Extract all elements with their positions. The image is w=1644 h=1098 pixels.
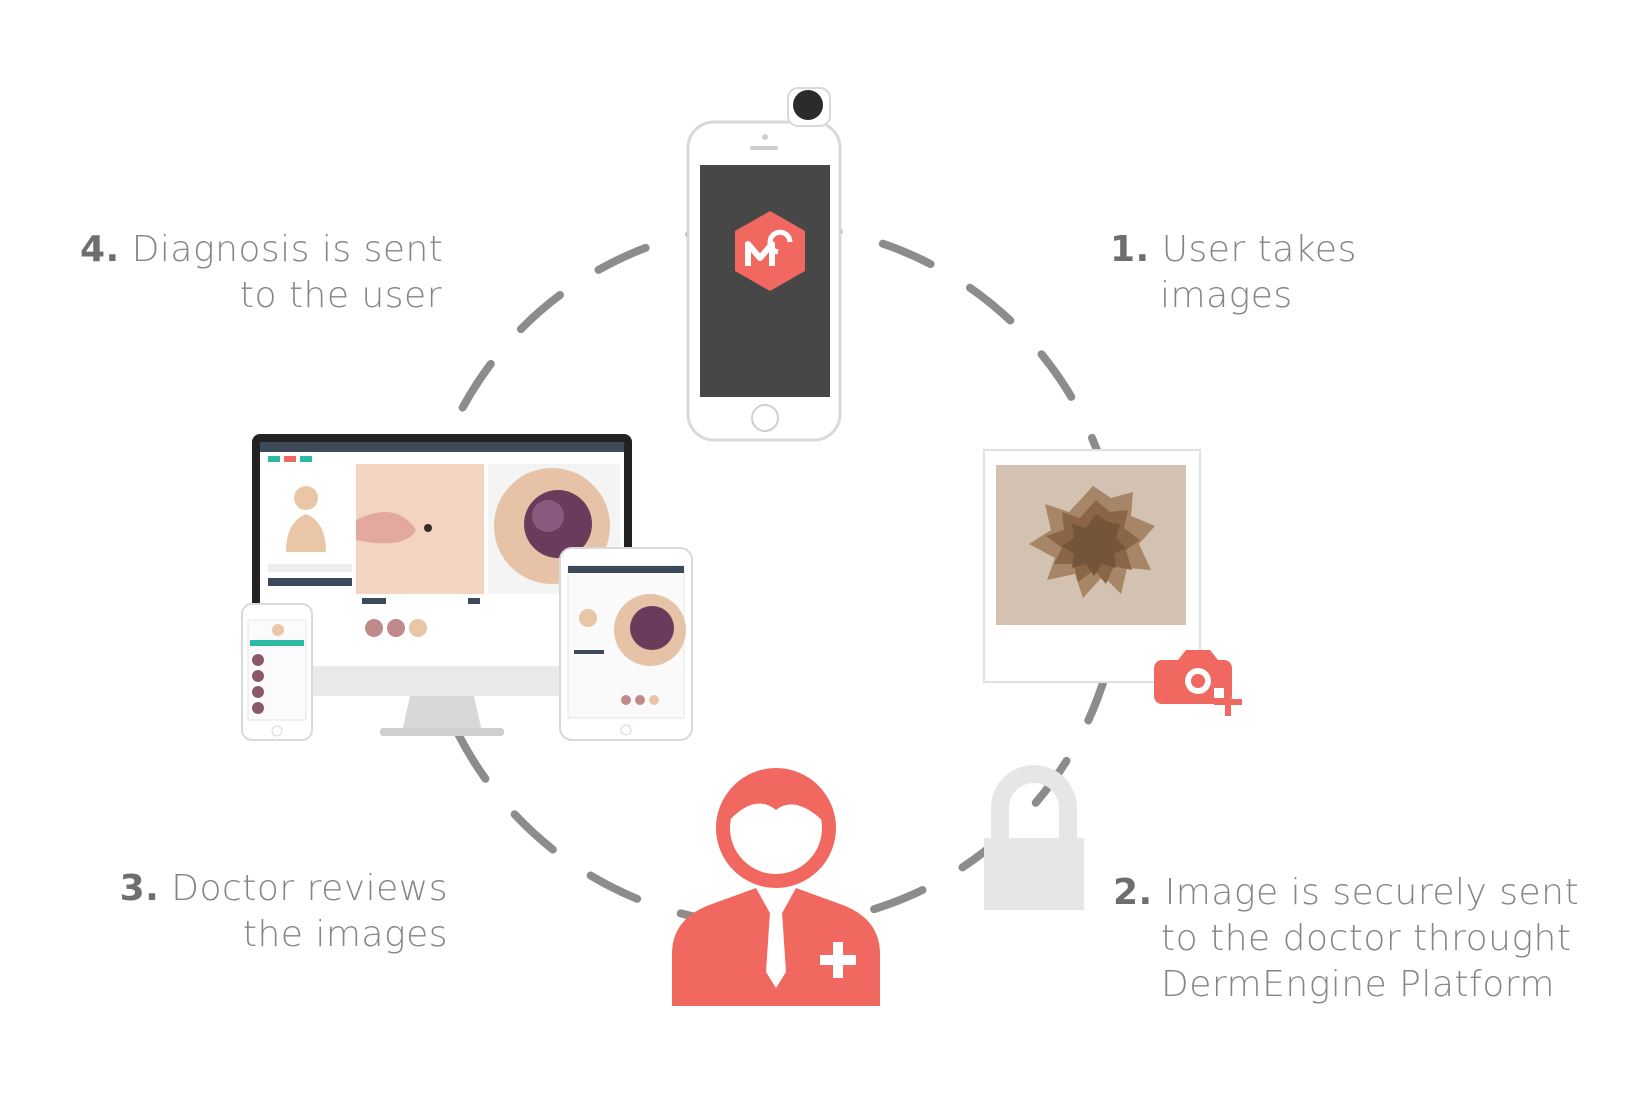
step-line: User takes xyxy=(1161,229,1357,270)
step-line: DermEngine Platform xyxy=(1161,964,1556,1005)
step-line: images xyxy=(1160,275,1293,316)
step-2-text: 2. Image is securely sent to the doctor … xyxy=(1113,870,1579,1008)
app-logo xyxy=(735,211,805,291)
step-line: Image is securely sent xyxy=(1164,872,1580,913)
step-number: 4. xyxy=(80,229,120,270)
step-line: the images xyxy=(242,914,448,955)
step-1-text: 1. User takes images xyxy=(1110,227,1357,319)
lens-icon xyxy=(793,90,823,120)
step-number: 1. xyxy=(1110,229,1150,270)
step-4-text: 4. Diagnosis is sent to the user xyxy=(80,227,444,319)
step-number: 2. xyxy=(1113,872,1153,913)
camera-plus-icon xyxy=(1154,650,1242,716)
step-number: 3. xyxy=(119,868,160,909)
home-button xyxy=(751,404,779,432)
step-line: to the doctor throught xyxy=(1161,918,1572,959)
step-line: to the user xyxy=(239,275,442,316)
step-line: Diagnosis is sent xyxy=(131,229,444,270)
step-3-text: 3. Doctor reviews the images xyxy=(110,866,448,958)
step-line: Doctor reviews xyxy=(171,868,448,909)
